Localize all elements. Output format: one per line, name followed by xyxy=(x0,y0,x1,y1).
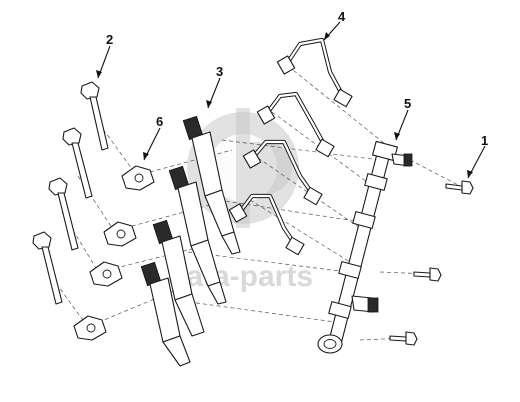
fuel-injection-pipe xyxy=(242,139,323,206)
callout-4: 4 xyxy=(338,9,346,24)
fuel-injection-pipe xyxy=(276,37,353,108)
rail-mounting-bolt xyxy=(413,267,442,282)
hold-down-bolt xyxy=(62,127,93,199)
rail-mounting-bolt xyxy=(389,331,418,346)
callout-3: 3 xyxy=(216,64,223,79)
injector-clamp xyxy=(73,315,107,341)
callout-2: 2 xyxy=(106,32,113,47)
injector-clamp xyxy=(121,165,155,191)
hold-down-bolt xyxy=(48,177,79,251)
fuel-rail xyxy=(317,140,413,354)
injector-clamp xyxy=(103,221,137,247)
fuel-injector xyxy=(168,165,227,305)
injector-clamp xyxy=(89,261,123,287)
fuel-injector xyxy=(152,219,205,337)
callout-1: 1 xyxy=(481,133,488,148)
callout-arrows xyxy=(96,21,486,179)
callout-5: 5 xyxy=(404,96,411,111)
fuel-injector xyxy=(182,115,241,255)
fuel-injection-pipe xyxy=(228,193,305,256)
watermark-text: data-parts xyxy=(168,260,313,293)
fuel-injection-pipe xyxy=(256,91,335,158)
callout-6: 6 xyxy=(156,114,163,129)
rail-mounting-bolt xyxy=(445,180,474,195)
fuel-injector xyxy=(140,261,191,367)
hold-down-bolt xyxy=(80,81,109,151)
hold-down-bolt xyxy=(32,231,63,305)
